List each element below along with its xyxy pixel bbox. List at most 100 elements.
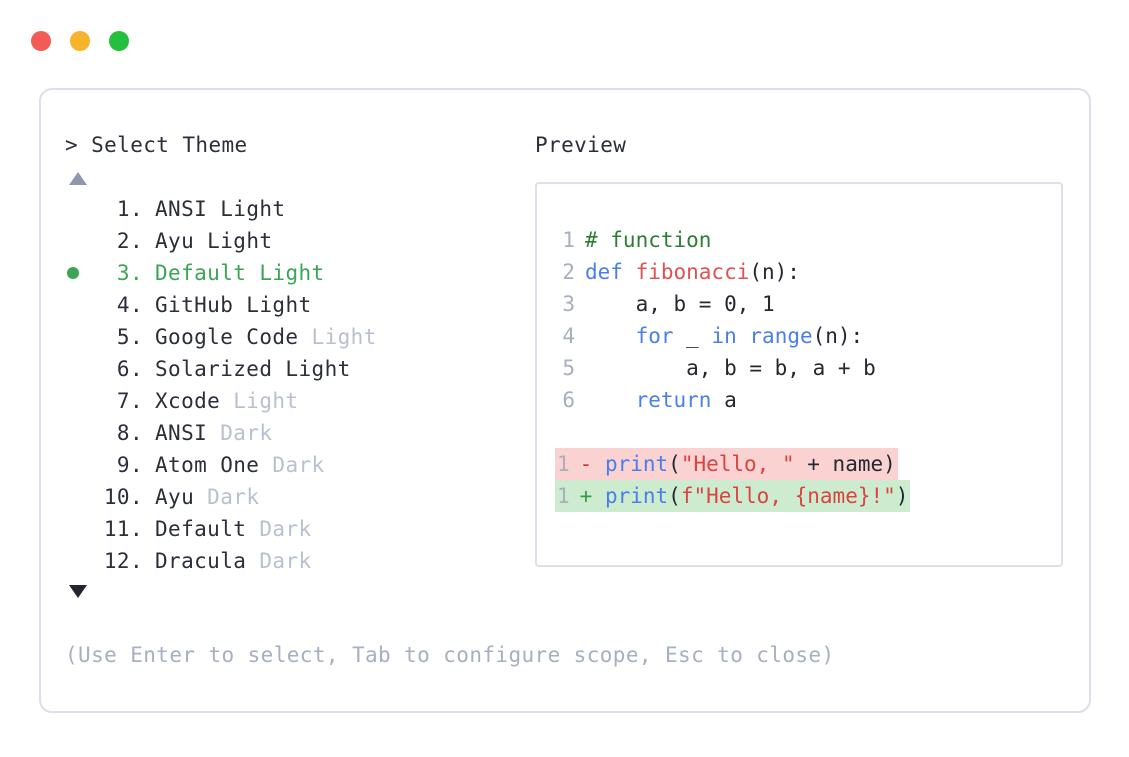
code-line-source: return a bbox=[585, 384, 737, 416]
theme-item-variant: Light bbox=[194, 229, 273, 253]
theme-item-variant: Dark bbox=[207, 421, 273, 445]
scroll-up-icon[interactable] bbox=[69, 172, 87, 185]
theme-item-number: 12. bbox=[103, 549, 143, 573]
code-token: print bbox=[604, 452, 669, 476]
code-token: def bbox=[585, 260, 636, 284]
theme-item-number: 7. bbox=[116, 389, 143, 413]
theme-item-variant: Light bbox=[207, 197, 286, 221]
theme-list-item[interactable]: 4. GitHub Light bbox=[65, 289, 535, 321]
code-line-number: 1 bbox=[562, 228, 575, 252]
theme-item-name: Ayu Light bbox=[155, 229, 273, 253]
code-token bbox=[585, 388, 636, 412]
theme-item-number: 9. bbox=[116, 453, 143, 477]
code-token bbox=[737, 324, 750, 348]
code-token: print bbox=[604, 484, 669, 508]
code-gap bbox=[537, 416, 1061, 448]
theme-item-number: 10. bbox=[103, 485, 143, 509]
preview-title: Preview bbox=[535, 133, 627, 157]
close-window-button[interactable] bbox=[31, 31, 51, 51]
theme-list[interactable]: 1. ANSI Light 2. Ayu Light 3. Default Light 4.… bbox=[65, 193, 535, 577]
code-token bbox=[585, 324, 636, 348]
code-token: a bbox=[711, 388, 737, 412]
theme-item-number: 1. bbox=[116, 197, 143, 221]
code-token: # function bbox=[585, 228, 712, 252]
code-line: 5 a, b = b, a + b bbox=[555, 352, 1061, 384]
theme-list-item[interactable]: 12. Dracula Dark bbox=[65, 545, 535, 577]
theme-picker-panel: > Select Theme 1. ANSI Light 2. Ayu Light 3.… bbox=[39, 88, 1091, 713]
theme-item-name: Atom One Dark bbox=[155, 453, 325, 477]
code-line-number: 4 bbox=[562, 324, 575, 348]
code-token: in bbox=[711, 324, 737, 348]
theme-item-name: ANSI Light bbox=[155, 197, 286, 221]
theme-list-item[interactable]: 5.Google Code Light bbox=[65, 321, 535, 353]
selected-indicator-slot bbox=[65, 481, 95, 513]
theme-item-name: ANSI Dark bbox=[155, 421, 273, 445]
selected-indicator-slot bbox=[65, 321, 95, 353]
select-theme-prompt: > Select Theme bbox=[65, 133, 248, 157]
theme-item-name: Default Light bbox=[155, 261, 325, 285]
maximize-window-button[interactable] bbox=[109, 31, 129, 51]
theme-item-name: GitHub Light bbox=[155, 293, 312, 317]
theme-item-name: Default Dark bbox=[155, 517, 312, 541]
code-line-number: 6 bbox=[562, 388, 575, 412]
theme-item-number: 3. bbox=[116, 261, 143, 285]
diff-highlight: 1+ print(f"Hello, {name}!") bbox=[555, 480, 911, 512]
code-token: ) bbox=[895, 484, 909, 508]
window-traffic-lights bbox=[31, 31, 129, 51]
theme-item-variant: Dark bbox=[246, 549, 312, 573]
scroll-down-icon[interactable] bbox=[69, 585, 87, 598]
theme-list-item[interactable]: 10.Ayu Dark bbox=[65, 481, 535, 513]
selected-indicator-slot bbox=[65, 545, 95, 577]
theme-item-variant: Light bbox=[272, 357, 351, 381]
code-line: 4 for _ in range(n): bbox=[555, 320, 1061, 352]
theme-list-item[interactable]: 11.Default Dark bbox=[65, 513, 535, 545]
theme-list-item[interactable]: 8.ANSI Dark bbox=[65, 417, 535, 449]
theme-item-variant: Dark bbox=[259, 453, 325, 477]
diff-line-number: 1 bbox=[557, 452, 570, 476]
code-token: (n): bbox=[812, 324, 864, 348]
theme-item-number: 2. bbox=[116, 229, 143, 253]
code-token: fibonacci bbox=[635, 260, 750, 284]
code-token: range bbox=[749, 324, 813, 348]
code-line: 6 return a bbox=[555, 384, 1061, 416]
theme-item-name: Dracula Dark bbox=[155, 549, 312, 573]
theme-item-number: 4. bbox=[116, 293, 143, 317]
diff-block: 1- print("Hello, " + name)1+ print(f"Hel… bbox=[537, 448, 1061, 512]
diff-highlight: 1- print("Hello, " + name) bbox=[555, 448, 898, 480]
code-line-number: 5 bbox=[562, 356, 575, 380]
theme-list-item[interactable]: 7. Xcode Light bbox=[65, 385, 535, 417]
code-line-source: # function bbox=[585, 224, 711, 256]
diff-line-add: 1+ print(f"Hello, {name}!") bbox=[555, 480, 1061, 512]
theme-list-item[interactable]: 3. Default Light bbox=[65, 257, 535, 289]
theme-item-variant: Light bbox=[246, 261, 325, 285]
theme-list-item[interactable]: 2. Ayu Light bbox=[65, 225, 535, 257]
diff-sign: + bbox=[579, 484, 605, 508]
theme-item-number: 5. bbox=[116, 325, 143, 349]
selected-indicator-slot bbox=[65, 385, 95, 417]
diff-line-del: 1- print("Hello, " + name) bbox=[555, 448, 1061, 480]
diff-line-number: 1 bbox=[557, 484, 570, 508]
code-token: for bbox=[635, 324, 674, 348]
selected-indicator-slot bbox=[65, 257, 95, 289]
theme-list-item[interactable]: 6.Solarized Light bbox=[65, 353, 535, 385]
minimize-window-button[interactable] bbox=[70, 31, 90, 51]
theme-item-variant: Dark bbox=[246, 517, 312, 541]
code-line-source: a, b = b, a + b bbox=[585, 352, 876, 384]
theme-item-variant: Light bbox=[298, 325, 377, 349]
code-line-source: def fibonacci(n): bbox=[585, 256, 800, 288]
code-line: 3 a, b = 0, 1 bbox=[555, 288, 1061, 320]
code-token: + name) bbox=[794, 452, 896, 476]
code-token: f"Hello, {name}!" bbox=[680, 484, 896, 508]
theme-select-column: > Select Theme 1. ANSI Light 2. Ayu Light 3.… bbox=[65, 130, 535, 598]
code-token: a, b = 0, 1 bbox=[585, 292, 775, 316]
theme-item-name: Xcode Light bbox=[155, 389, 299, 413]
selected-indicator-slot bbox=[65, 449, 95, 481]
selected-indicator-slot bbox=[65, 289, 95, 321]
code-token: "Hello, " bbox=[680, 452, 795, 476]
selected-dot-icon bbox=[67, 267, 79, 279]
theme-list-item[interactable]: 9. Atom One Dark bbox=[65, 449, 535, 481]
theme-list-item[interactable]: 1. ANSI Light bbox=[65, 193, 535, 225]
selected-indicator-slot bbox=[65, 353, 95, 385]
code-token: _ bbox=[673, 324, 712, 348]
